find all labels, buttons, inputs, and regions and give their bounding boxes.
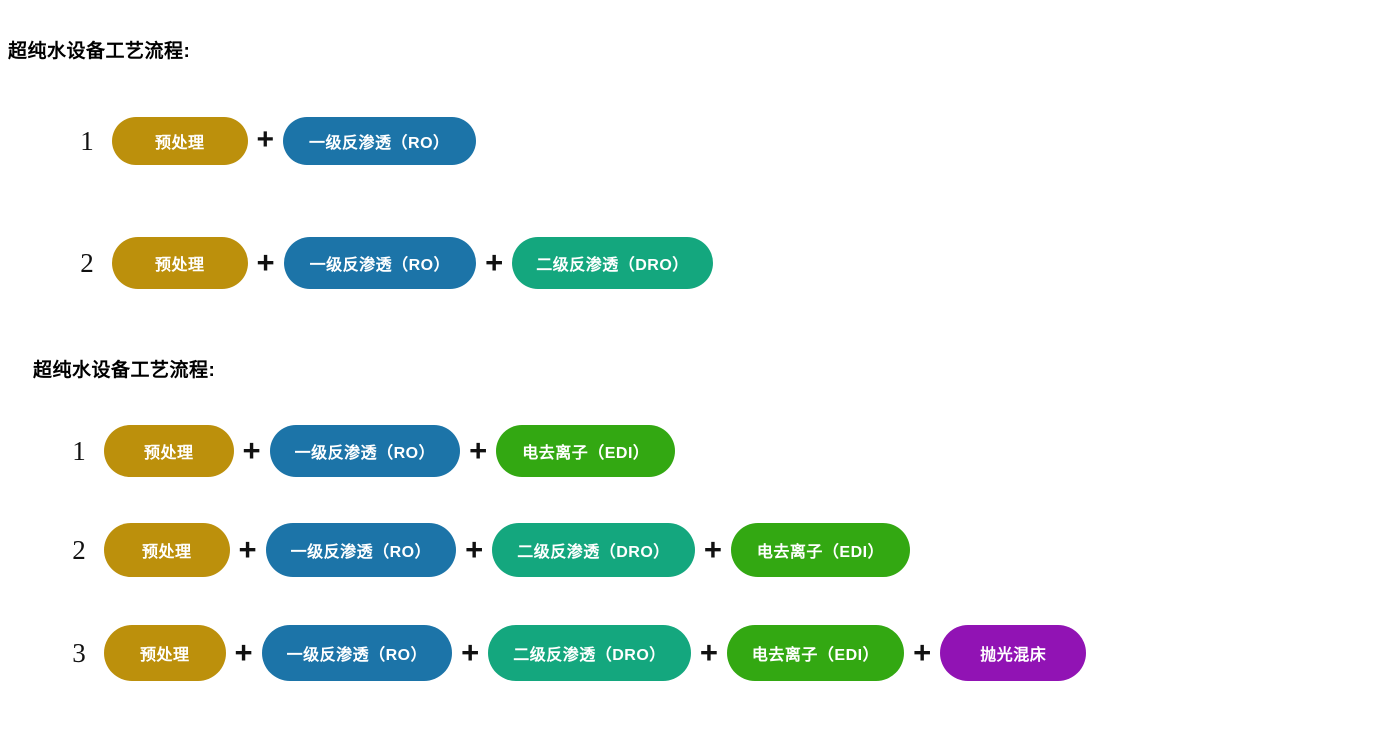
process-step-pretreatment[interactable]: 预处理 (112, 117, 248, 165)
plus-separator-icon: + (469, 432, 488, 468)
process-step-label: 二级反渗透（DRO） (517, 544, 670, 561)
row-number: 2 (72, 534, 86, 565)
process-step-label: 一级反渗透（RO） (309, 257, 451, 274)
row-number: 2 (80, 247, 94, 278)
plus-separator-icon: + (699, 634, 718, 670)
row-number: 1 (80, 125, 94, 156)
flow-row: 2 预处理 + 一级反渗透（RO） + 二级反渗透（DRO） (74, 237, 713, 289)
process-step-polishing-mixed-bed[interactable]: 抛光混床 (940, 625, 1087, 681)
plus-separator-icon: + (256, 244, 275, 280)
flow-row: 2 预处理 + 一级反渗透（RO） + 二级反渗透（DRO） + 电去离子（EDI） (66, 523, 911, 577)
process-step-label: 一级反渗透（RO） (294, 445, 436, 462)
process-step-pretreatment[interactable]: 预处理 (112, 237, 248, 289)
plus-separator-icon: + (913, 634, 932, 670)
plus-separator-icon: + (461, 634, 480, 670)
process-step-label: 预处理 (155, 135, 205, 152)
plus-separator-icon: + (238, 531, 257, 567)
process-step-pretreatment[interactable]: 预处理 (104, 425, 234, 477)
section-heading-2: 超纯水设备工艺流程: (33, 360, 216, 381)
process-step-label: 预处理 (140, 647, 190, 664)
process-step-pretreatment[interactable]: 预处理 (104, 625, 226, 681)
flow-row: 1 预处理 + 一级反渗透（RO） (74, 117, 476, 165)
process-step-label: 抛光混床 (980, 647, 1047, 664)
process-step-label: 一级反渗透（RO） (286, 647, 428, 664)
section-heading-1: 超纯水设备工艺流程: (8, 41, 191, 62)
process-step-dro[interactable]: 二级反渗透（DRO） (488, 625, 691, 681)
plus-separator-icon: + (256, 123, 275, 156)
plus-separator-icon: + (242, 432, 261, 468)
process-step-label: 二级反渗透（DRO） (513, 647, 666, 664)
process-step-dro[interactable]: 二级反渗透（DRO） (512, 237, 713, 289)
row-number: 3 (72, 637, 86, 668)
process-step-label: 电去离子（EDI） (751, 647, 880, 664)
process-step-ro[interactable]: 一级反渗透（RO） (265, 523, 457, 577)
plus-separator-icon: + (485, 244, 504, 280)
process-step-label: 二级反渗透（DRO） (536, 257, 689, 274)
process-step-pretreatment[interactable]: 预处理 (104, 523, 230, 577)
flow-row: 3 预处理 + 一级反渗透（RO） + 二级反渗透（DRO） + 电去离子（EDI） + 抛光混床 (66, 625, 1087, 681)
process-step-label: 电去离子（EDI） (756, 544, 885, 561)
plus-separator-icon: + (703, 531, 722, 567)
plus-separator-icon: + (234, 634, 253, 670)
process-step-label: 预处理 (142, 544, 192, 561)
process-step-label: 一级反渗透（RO） (290, 544, 432, 561)
process-step-ro[interactable]: 一级反渗透（RO） (283, 237, 477, 289)
process-step-ro[interactable]: 一级反渗透（RO） (269, 425, 461, 477)
process-step-label: 预处理 (144, 445, 194, 462)
row-number: 1 (72, 435, 86, 466)
process-step-edi[interactable]: 电去离子（EDI） (730, 523, 911, 577)
process-step-ro[interactable]: 一级反渗透（RO） (261, 625, 453, 681)
process-step-label: 一级反渗透（RO） (309, 135, 450, 152)
plus-separator-icon: + (465, 531, 484, 567)
process-step-label: 预处理 (155, 257, 205, 274)
flow-row: 1 预处理 + 一级反渗透（RO） + 电去离子（EDI） (66, 425, 676, 477)
process-step-ro[interactable]: 一级反渗透（RO） (283, 117, 476, 165)
process-step-edi[interactable]: 电去离子（EDI） (726, 625, 905, 681)
process-step-label: 电去离子（EDI） (522, 445, 650, 462)
process-step-dro[interactable]: 二级反渗透（DRO） (492, 523, 695, 577)
process-step-edi[interactable]: 电去离子（EDI） (496, 425, 676, 477)
